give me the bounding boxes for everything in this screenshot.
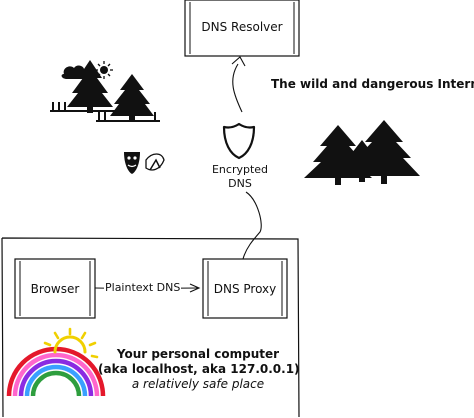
dns-proxy-box (202, 258, 288, 319)
plaintext-dns-label: Plaintext DNS (104, 281, 182, 294)
encrypted-dns-label-line1: Encrypted (211, 163, 269, 176)
personal-computer-zone (1, 237, 300, 418)
dns-proxy-label: DNS Proxy (213, 282, 277, 296)
personal-computer-aliases: (aka localhost, aka 127.0.0.1) (98, 362, 300, 376)
forest-icon-small (50, 60, 160, 122)
internet-zone-title: The wild and dangerous Internet (271, 77, 474, 91)
dns-resolver-label: DNS Resolver (201, 20, 283, 34)
rainbow-icon (6, 346, 106, 397)
personal-computer-title: Your personal computer (116, 347, 280, 361)
theater-masks-icon (124, 152, 165, 174)
sun-icon (43, 327, 99, 359)
browser-box (14, 258, 96, 319)
encrypted-dns-arrow (231, 56, 262, 260)
encrypted-dns-label-line2: DNS (228, 177, 252, 190)
forest-icon-large (304, 120, 420, 185)
browser-label: Browser (30, 282, 80, 296)
dns-resolver-box (184, 0, 300, 57)
personal-computer-subtitle: a relatively safe place (131, 377, 265, 391)
shield-icon (222, 122, 256, 160)
